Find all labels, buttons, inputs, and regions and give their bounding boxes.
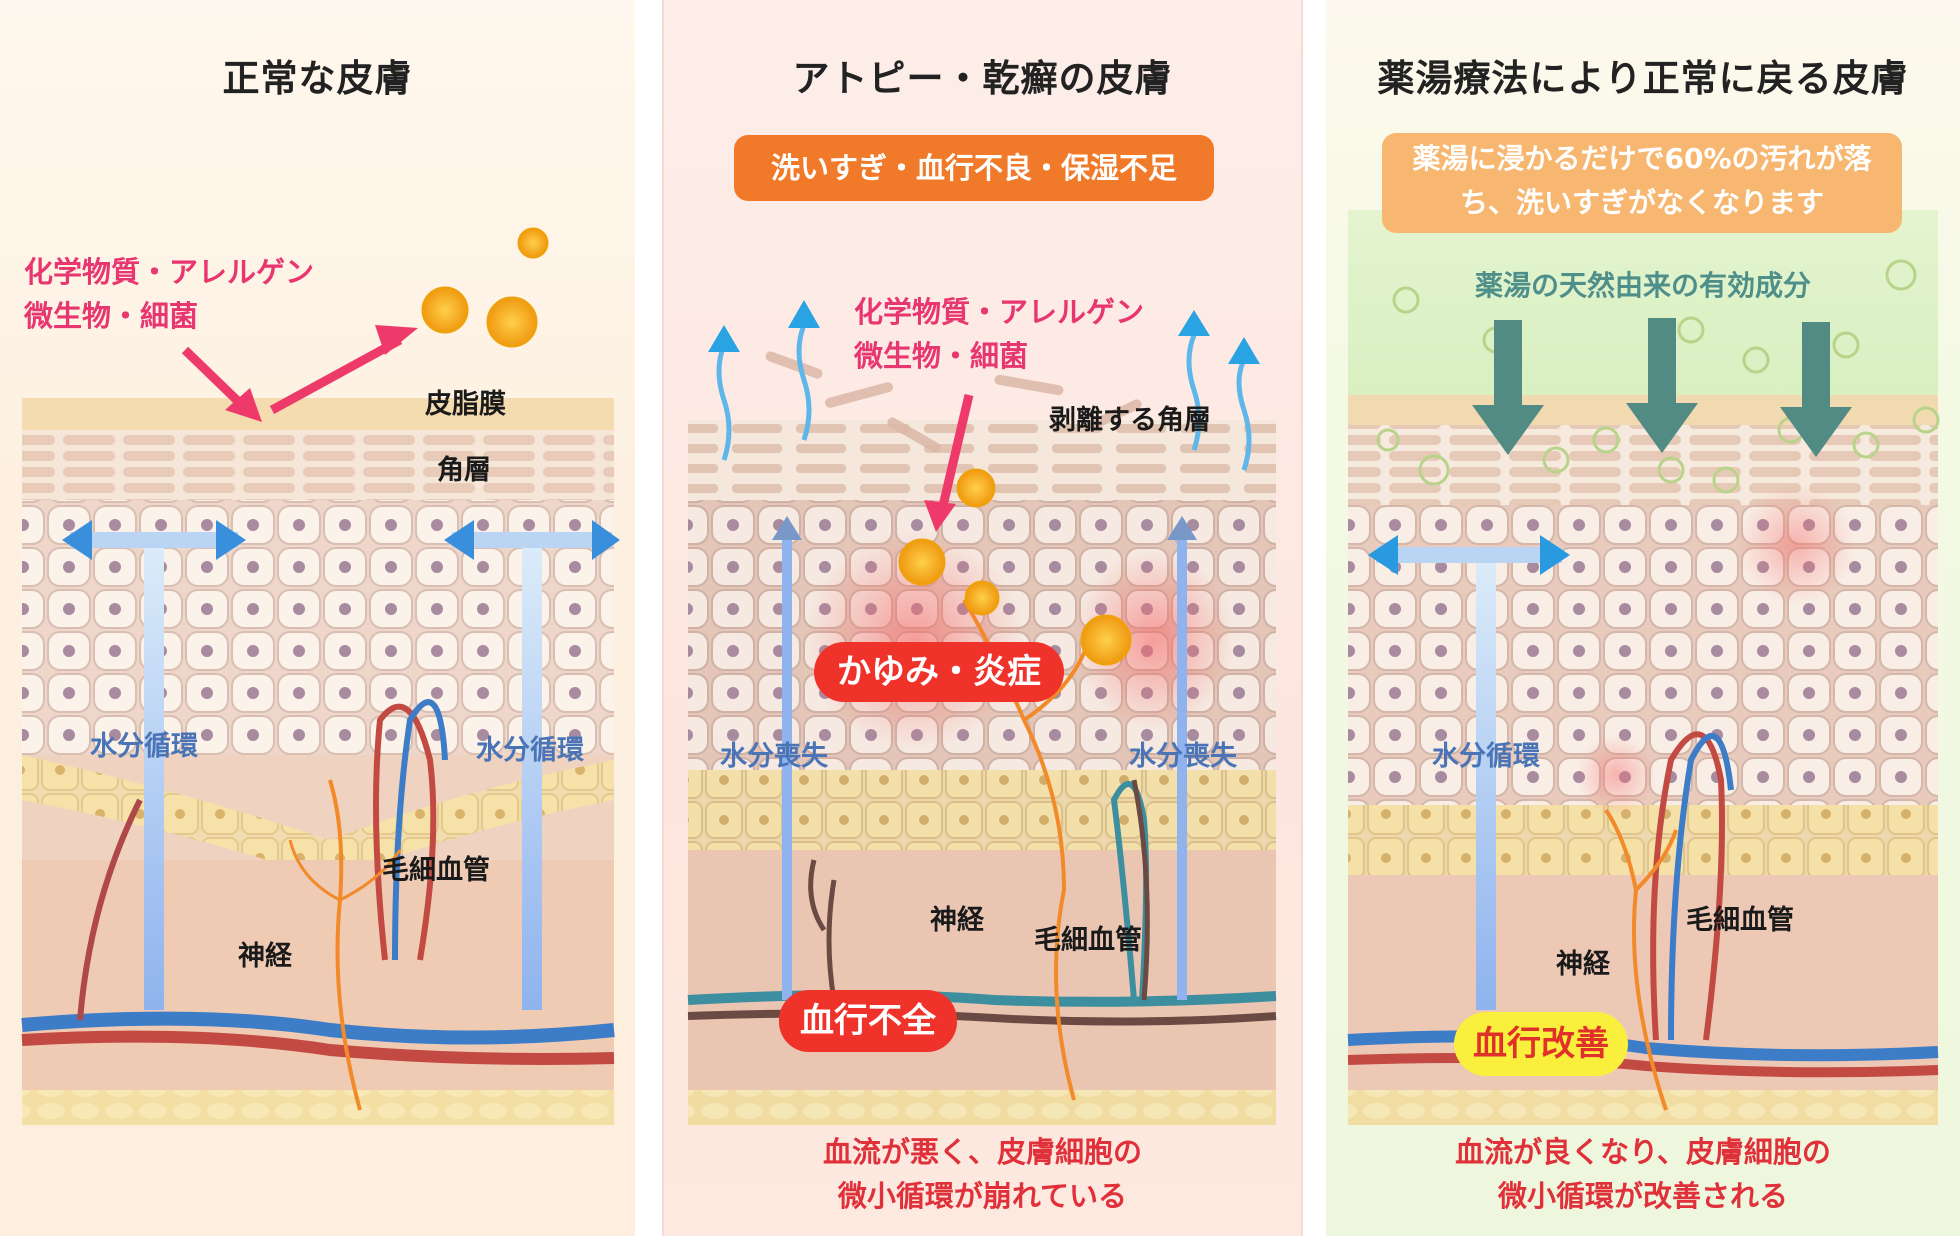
irritant-label: 化学物質・アレルゲン 微生物・細菌 <box>24 255 315 333</box>
nerve-label: 神経 <box>1556 949 1610 980</box>
water-circulation-right: 水分循環 <box>476 735 584 766</box>
peeling-stratum-label: 剥離する角層 <box>1049 405 1211 436</box>
bath-badge: 薬湯に浸かるだけで60%の汚れが落 ち、洗いすぎがなくなります <box>1382 133 1902 233</box>
sebum-label: 皮脂膜 <box>425 389 506 420</box>
stratum-label: 角層 <box>437 455 491 486</box>
panel-title: アトピー・乾癬の皮膚 <box>792 57 1173 100</box>
capillary-label: 毛細血管 <box>1686 905 1794 936</box>
panel-normal-skin: 正常な皮膚 化学物質・アレルゲン 微生物・細菌 皮脂膜 角層 水分循環 水分循環… <box>0 0 635 1236</box>
improved-circulation-badge: 血行改善 <box>1454 1012 1628 1076</box>
panel-recovered-skin: 薬湯療法により正常に戻る皮膚 薬湯に浸かるだけで60%の汚れが落 ち、洗いすぎが… <box>1326 0 1960 1236</box>
panel-title: 正常な皮膚 <box>222 57 413 100</box>
itch-inflammation-badge: かゆみ・炎症 <box>814 642 1064 702</box>
water-loss-left: 水分喪失 <box>720 741 828 772</box>
panel-title: 薬湯療法により正常に戻る皮膚 <box>1377 57 1909 100</box>
water-circulation-left: 水分循環 <box>90 731 198 762</box>
caption: 血流が良くなり、皮膚細胞の 微小循環が改善される <box>1455 1135 1831 1213</box>
capillary-label: 毛細血管 <box>1034 925 1142 956</box>
active-ingredients-label: 薬湯の天然由来の有効成分 <box>1474 269 1811 302</box>
water-loss-right: 水分喪失 <box>1129 741 1237 772</box>
nerve-label: 神経 <box>238 941 292 972</box>
irritant-label: 化学物質・アレルゲン 微生物・細菌 <box>854 295 1145 373</box>
water-circulation-label: 水分循環 <box>1432 741 1540 772</box>
panel-atopic-skin: アトピー・乾癬の皮膚 洗いすぎ・血行不良・保湿不足 化学物質・アレルゲン 微生物… <box>662 0 1303 1236</box>
poor-circulation-badge: 血行不全 <box>779 990 957 1052</box>
cause-badge: 洗いすぎ・血行不良・保湿不足 <box>734 135 1214 201</box>
capillary-label: 毛細血管 <box>382 855 490 886</box>
normal-skin-illustration <box>21 227 620 1125</box>
nerve-label: 神経 <box>930 905 984 936</box>
recovered-skin-illustration <box>1347 210 1940 1125</box>
caption: 血流が悪く、皮膚細胞の 微小循環が崩れている <box>822 1135 1142 1213</box>
